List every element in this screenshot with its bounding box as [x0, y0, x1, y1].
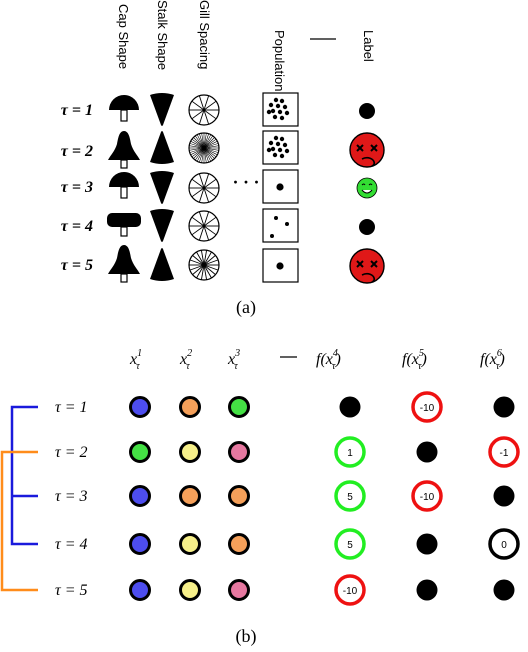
f6-ring-label-row-4: 0 — [501, 540, 507, 551]
x1-dot-row-5 — [129, 579, 151, 601]
stalk-up-icon — [150, 248, 174, 281]
f6-ring-label-row-2: -1 — [500, 448, 509, 459]
panel-b-cells: -10 1 -1 5 -10 5 0 -10 — [129, 391, 520, 606]
label-black-dot — [359, 103, 375, 119]
f4-ring-row-2 — [334, 436, 366, 468]
caption-a: (a) — [236, 297, 256, 318]
x3-dot-row-2 — [228, 441, 250, 463]
x3-dot-row-3 — [228, 485, 250, 507]
x2-dot-row-4 — [179, 533, 201, 555]
bracket-orange — [0, 450, 38, 592]
cap-bell-icon — [109, 172, 139, 199]
f4-black-dot-row-1 — [339, 396, 361, 418]
row-a-tau-1: τ = 1 — [61, 102, 93, 119]
panel-a: Cap Shape Stalk Shape Gill Spacing Popul… — [61, 0, 385, 318]
poison-face-icon — [349, 132, 385, 168]
f5-black-dot-row-2 — [416, 441, 438, 463]
cap-knobbed-icon — [108, 131, 140, 169]
ellipsis: · · · — [232, 172, 259, 192]
row-a-tau-3: τ = 3 — [61, 179, 93, 196]
row-b-tau-5: τ = 5 — [55, 582, 88, 599]
row-b-tau-4: τ = 4 — [55, 536, 88, 553]
happy-face-icon — [356, 177, 378, 199]
x1-dot-row-1 — [129, 396, 151, 418]
gill-dense-icon — [188, 132, 220, 164]
caption-b: (b) — [236, 626, 257, 647]
cap-bell-icon — [109, 95, 139, 122]
row-a-tau-4: τ = 4 — [61, 218, 93, 235]
label-black-dot — [359, 219, 375, 235]
f4-ring-label-row-2: 1 — [347, 448, 353, 459]
gill-icons — [188, 94, 220, 281]
x1-dot-row-3 — [129, 485, 151, 507]
cap-knobbed-icon — [108, 245, 140, 283]
gill-sparse-icon — [188, 94, 220, 126]
cap-flat-icon — [107, 213, 141, 237]
row-b-tau-2: τ = 2 — [55, 444, 88, 461]
population-box-2 — [262, 130, 299, 165]
population-box-1 — [262, 92, 299, 127]
population-box-5 — [262, 248, 299, 283]
f6-black-dot-row-1 — [493, 396, 515, 418]
stalk-down-icon — [150, 171, 174, 204]
stalk-up-icon — [150, 131, 174, 164]
f5-ring-row-1 — [411, 391, 443, 423]
row-a-tau-2: τ = 2 — [61, 143, 93, 160]
population-box-3 — [262, 169, 299, 204]
row-a-tau-5: τ = 5 — [61, 257, 93, 274]
f4-ring-row-5 — [334, 574, 366, 606]
header-stalk-shape: Stalk Shape — [155, 0, 170, 70]
f4-ring-label-row-4: 5 — [347, 540, 353, 551]
gill-sparse-icon — [188, 210, 220, 242]
stalk-down-icon — [150, 93, 174, 126]
x1-dot-row-2 — [129, 441, 151, 463]
row-b-tau-3: τ = 3 — [55, 488, 88, 505]
header-population: Population — [272, 30, 287, 91]
x3-dot-row-5 — [228, 579, 250, 601]
x2-dot-row-2 — [179, 441, 201, 463]
header-label: Label — [361, 30, 376, 62]
f5-black-dot-row-4 — [416, 533, 438, 555]
f4-ring-row-3 — [334, 480, 366, 512]
header-cap-shape: Cap Shape — [116, 4, 131, 69]
poison-face-icon — [349, 248, 385, 284]
x2-dot-row-1 — [179, 396, 201, 418]
f5-ring-label-row-1: -10 — [420, 403, 435, 414]
x1-dot-row-4 — [129, 533, 151, 555]
x3-dot-row-1 — [228, 396, 250, 418]
f6-ring-row-2 — [488, 436, 520, 468]
f5-ring-label-row-3: -10 — [420, 492, 435, 503]
f5-ring-row-3 — [411, 480, 443, 512]
f4-ring-label-row-5: -10 — [343, 586, 358, 597]
f6-black-dot-row-5 — [493, 579, 515, 601]
x2-dot-row-5 — [179, 579, 201, 601]
gill-medium-icon — [188, 249, 220, 281]
row-b-tau-1: τ = 1 — [55, 399, 88, 416]
population-box-4 — [262, 208, 299, 243]
stalk-down-icon — [150, 209, 174, 242]
x3-dot-row-4 — [228, 533, 250, 555]
f4-ring-row-4 — [334, 528, 366, 560]
f6-ring-row-4 — [488, 528, 520, 560]
x2-dot-row-3 — [179, 485, 201, 507]
f5-black-dot-row-5 — [416, 579, 438, 601]
f6-black-dot-row-3 — [493, 485, 515, 507]
f4-ring-label-row-3: 5 — [347, 492, 353, 503]
gill-sparse-icon — [188, 172, 220, 204]
bracket-blue — [10, 405, 38, 546]
header-gill-spacing: Gill Spacing — [197, 0, 212, 69]
